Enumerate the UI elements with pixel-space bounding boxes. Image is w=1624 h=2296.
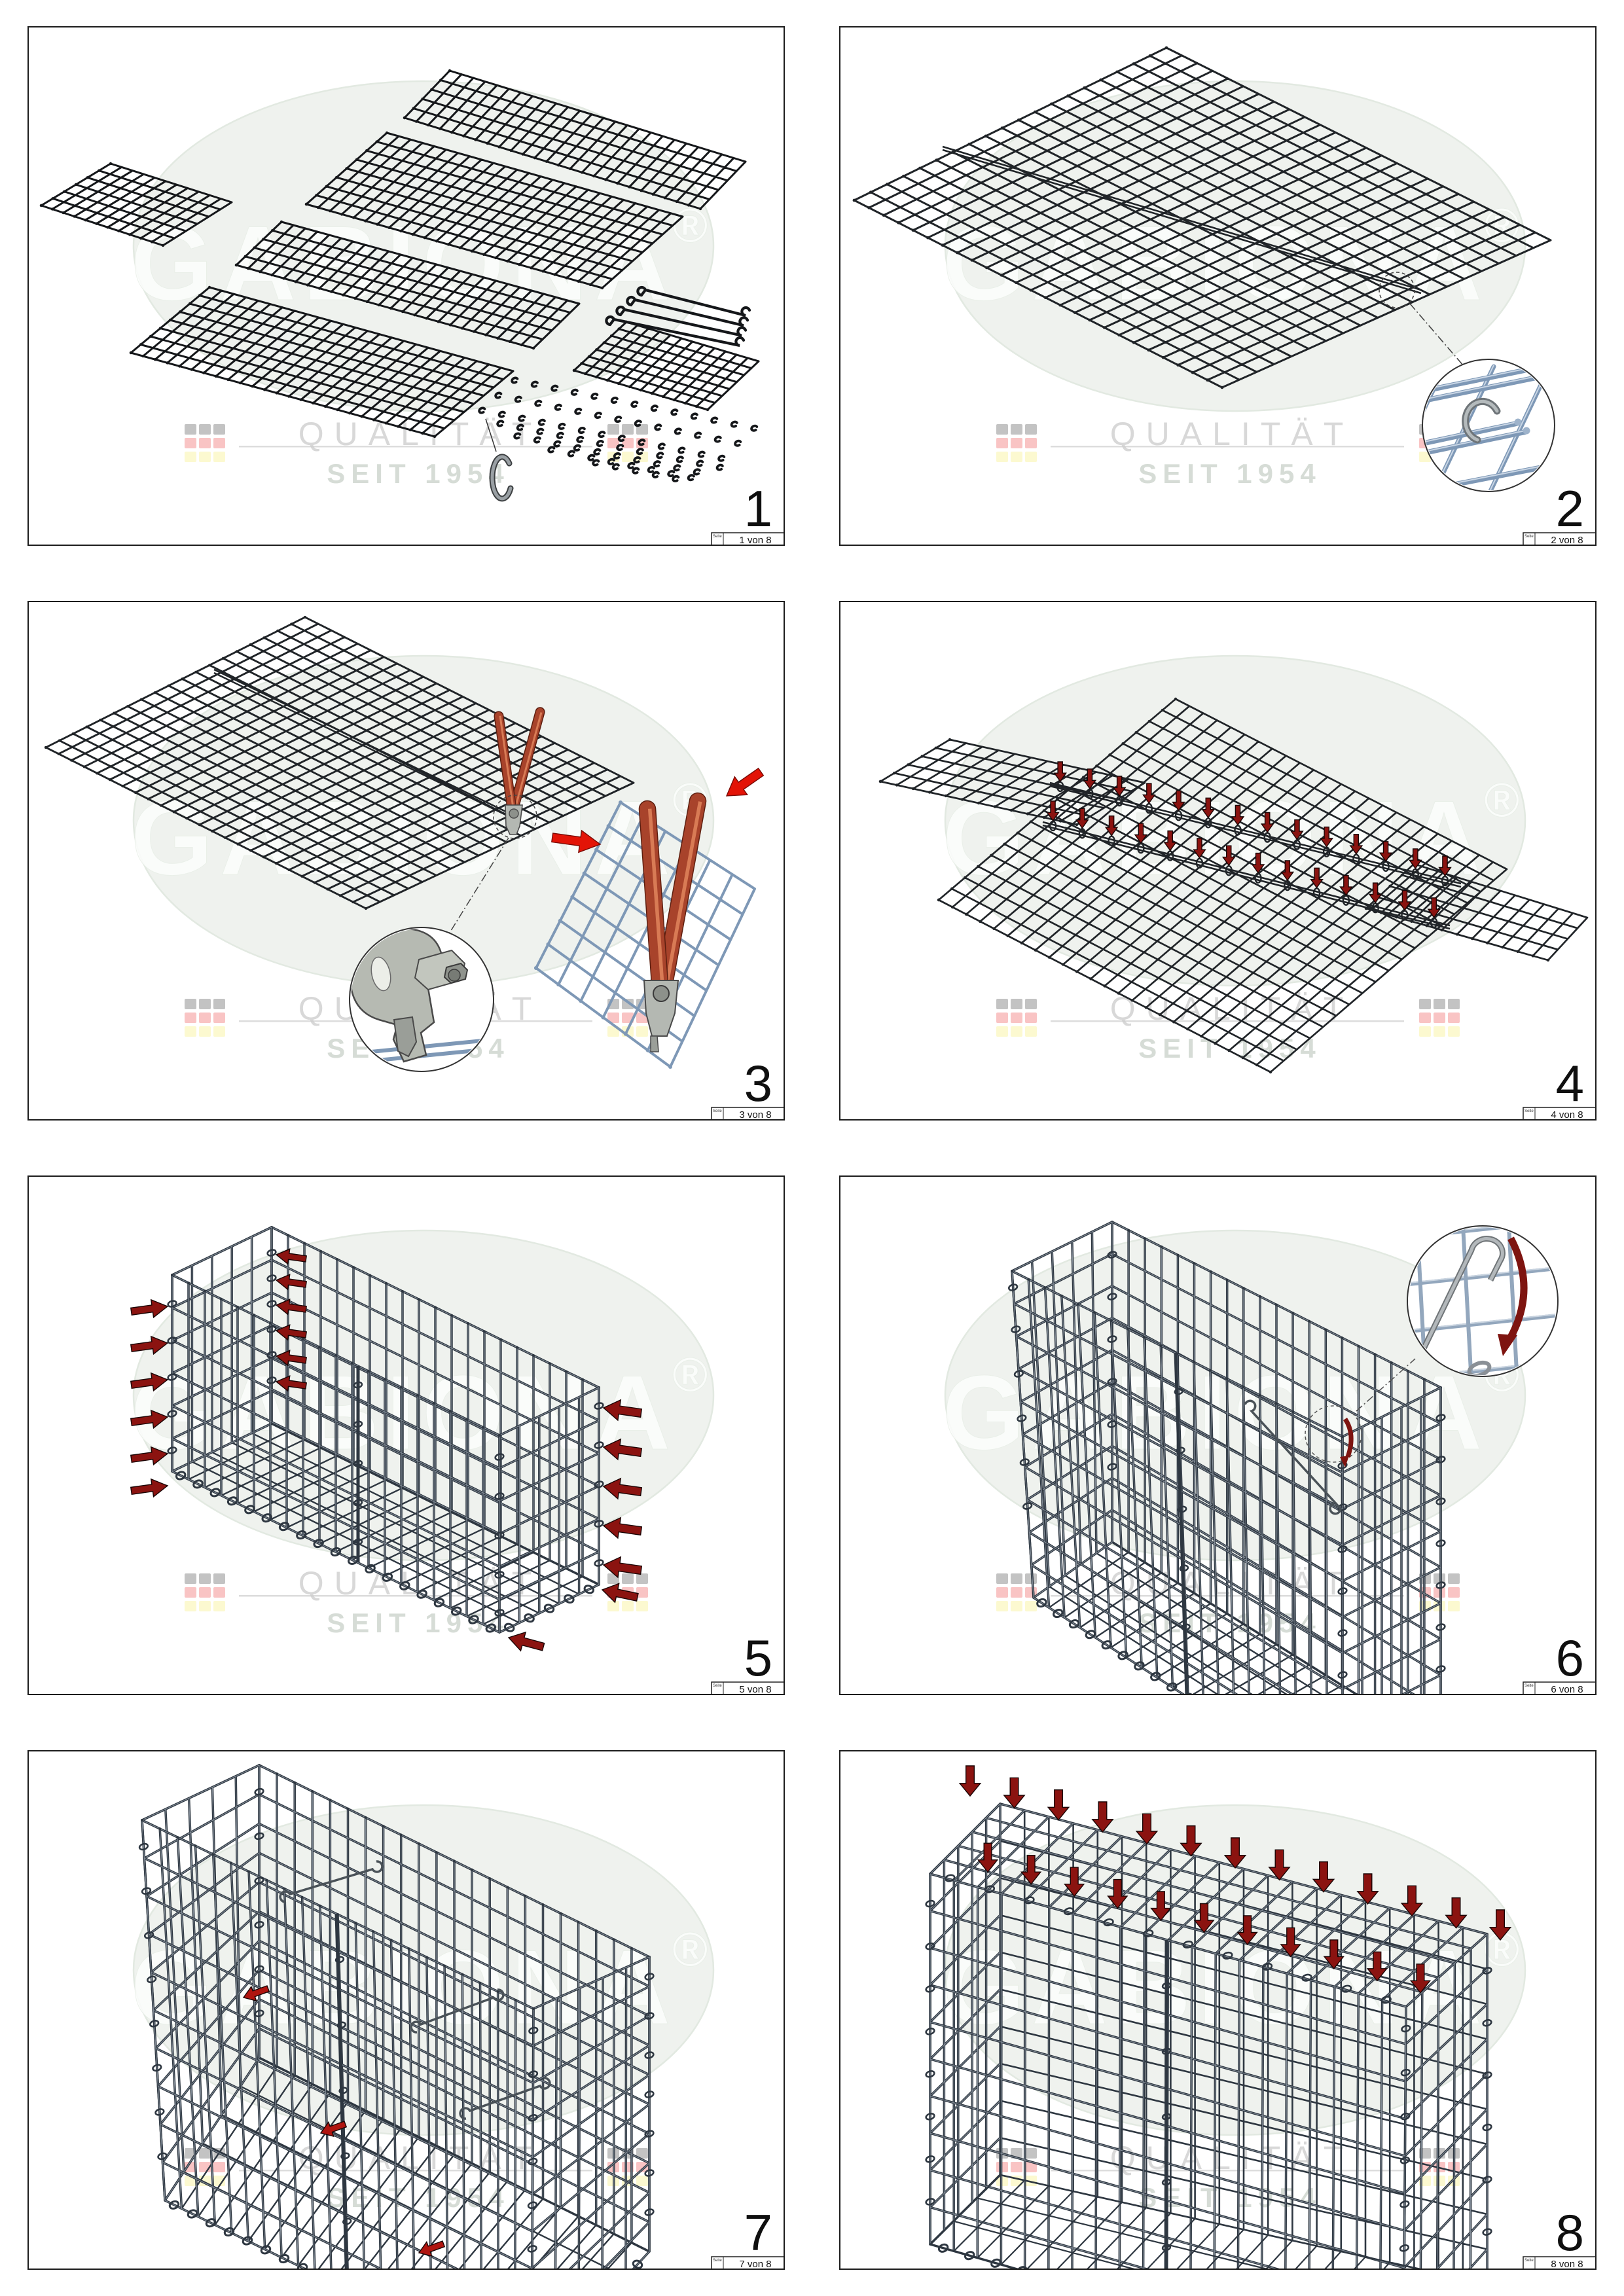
- svg-text:Seite: Seite: [1525, 1684, 1534, 1688]
- svg-text:Seite: Seite: [713, 1109, 722, 1113]
- svg-text:Seite: Seite: [1525, 1109, 1534, 1113]
- svg-text:3 von 8: 3 von 8: [739, 1109, 771, 1121]
- svg-text:Seite: Seite: [713, 2259, 722, 2263]
- svg-text:6: 6: [1556, 1629, 1584, 1687]
- svg-text:8 von 8: 8 von 8: [1551, 2259, 1583, 2270]
- svg-text:4: 4: [1556, 1054, 1584, 1112]
- svg-text:4 von 8: 4 von 8: [1551, 1109, 1583, 1121]
- svg-text:3: 3: [744, 1054, 772, 1112]
- svg-text:1 von 8: 1 von 8: [739, 535, 771, 546]
- svg-text:7 von 8: 7 von 8: [739, 2259, 771, 2270]
- svg-text:Seite: Seite: [1525, 535, 1534, 539]
- svg-text:7: 7: [744, 2204, 772, 2261]
- svg-text:QUALITÄT: QUALITÄT: [1110, 416, 1354, 452]
- svg-text:6 von 8: 6 von 8: [1551, 1684, 1583, 1695]
- svg-text:2: 2: [1556, 480, 1584, 537]
- svg-text:QUALITÄT: QUALITÄT: [298, 416, 542, 452]
- svg-text:Seite: Seite: [713, 535, 722, 539]
- svg-text:5: 5: [744, 1629, 772, 1687]
- svg-text:1: 1: [744, 480, 772, 537]
- svg-text:Seite: Seite: [1525, 2259, 1534, 2263]
- svg-text:2 von 8: 2 von 8: [1551, 535, 1583, 546]
- svg-text:®: ®: [672, 1348, 708, 1402]
- svg-text:®: ®: [672, 1922, 708, 1977]
- svg-text:Seite: Seite: [713, 1684, 722, 1688]
- svg-text:8: 8: [1556, 2204, 1584, 2261]
- svg-text:SEIT 1954: SEIT 1954: [1138, 458, 1321, 489]
- svg-text:QUALITÄT: QUALITÄT: [298, 2140, 542, 2176]
- svg-text:SEIT 1954: SEIT 1954: [327, 458, 509, 489]
- svg-text:®: ®: [1484, 773, 1520, 827]
- svg-text:5 von 8: 5 von 8: [739, 1684, 771, 1695]
